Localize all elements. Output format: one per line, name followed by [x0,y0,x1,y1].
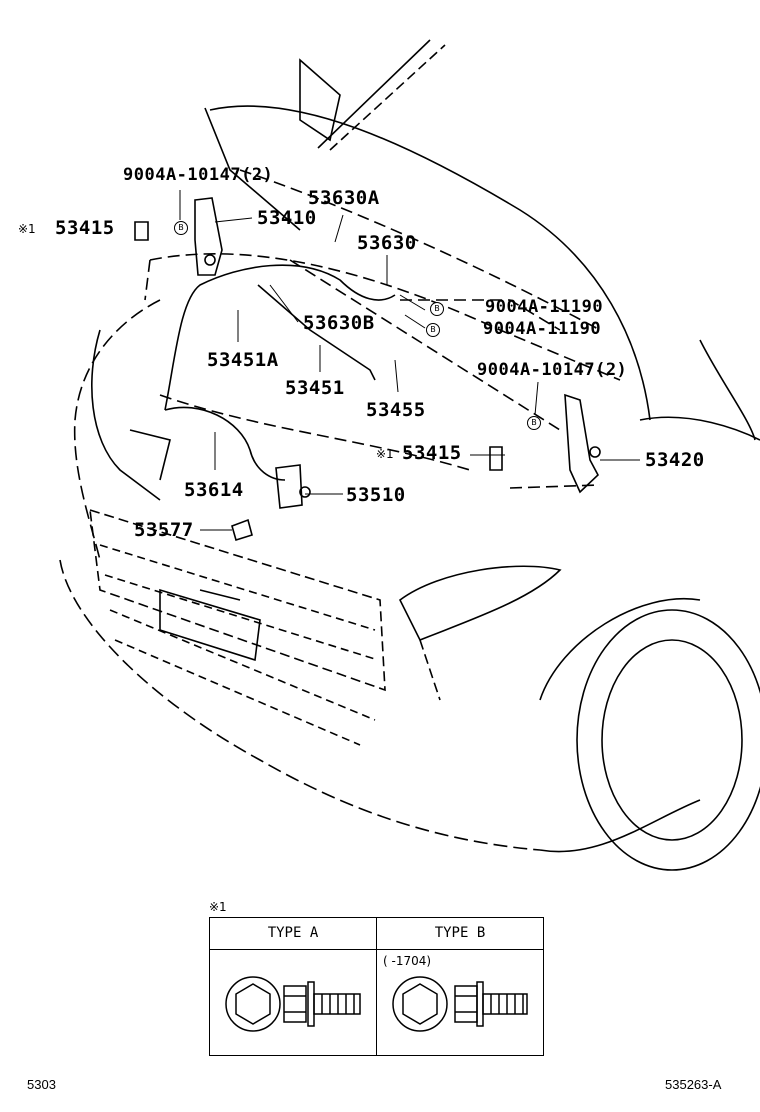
part-label: 53415 [402,442,462,464]
headlight [398,565,562,701]
part-label: 53455 [366,399,426,421]
bolt-type-legend: TYPE A TYPE B ( -1704) [209,917,544,1056]
hood-lock [275,464,311,509]
part-label: 53451 [285,377,345,399]
note-mark: ※1 [18,222,36,236]
bolt-type-b-icon [392,976,528,1032]
b-marker-icon: B [426,323,440,337]
front-wheel [539,597,760,871]
note-mark: ※1 [376,447,394,461]
part-label: 9004A-11190 [485,297,604,317]
hood-outline [144,169,621,489]
part-label: 53420 [645,449,705,471]
legend-type-b: TYPE B ( -1704) [377,918,543,1055]
part-label: 53630 [357,232,417,254]
b-marker-icon: B [430,302,444,316]
grille [89,508,386,746]
part-label: 53577 [134,519,194,541]
footer-left-code: 5303 [27,1077,56,1092]
legend-type-a: TYPE A [210,918,377,1055]
footer-right-code: 535263-A [665,1077,722,1092]
b-marker-icon: B [527,416,541,430]
part-label: 53510 [346,484,406,506]
part-label: 53415 [55,217,115,239]
hood-hinge-right [564,393,601,494]
legend-type-b-header: TYPE B [377,918,543,950]
body-outline [59,299,760,853]
windshield-outline [204,39,651,421]
part-label: 9004A-10147(2) [477,360,628,380]
part-label: 53614 [184,479,244,501]
part-label: 9004A-11190 [483,319,602,339]
leader-lines [179,190,640,531]
bolts [134,221,503,542]
release-cable [164,264,396,481]
part-label: 53451A [207,349,279,371]
part-label: 53410 [257,207,317,229]
bolt-type-a-icon [225,976,361,1032]
hood-hinge-left [194,197,223,276]
legend-type-a-header: TYPE A [210,918,376,950]
part-label: 53630A [308,187,380,209]
legend-mark: ※1 [209,900,227,914]
b-marker-icon: B [174,221,188,235]
part-label: 9004A-10147(2) [123,165,274,185]
legend-type-b-note: ( -1704) [383,954,432,968]
part-label: 53630B [303,312,375,334]
